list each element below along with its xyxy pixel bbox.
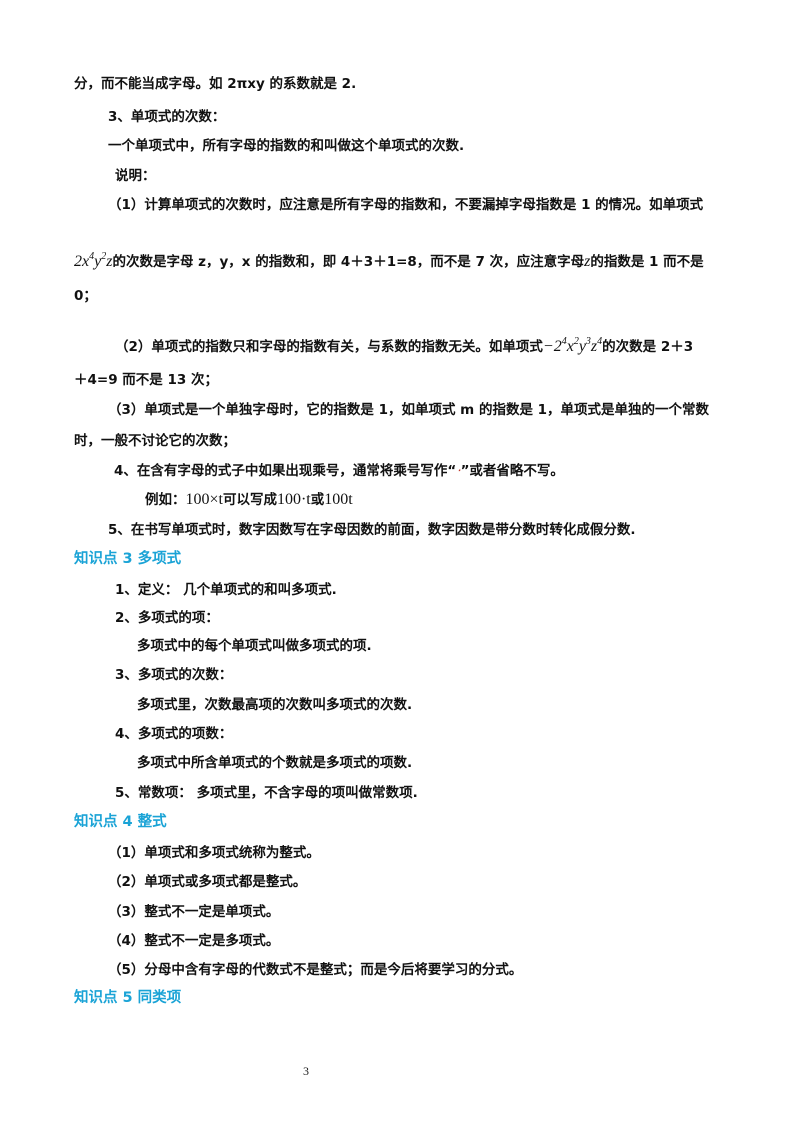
polynomial-term-count-text: 多项式中所含单项式的个数就是多项式的项数. bbox=[137, 755, 413, 771]
explanation-item-3: （3）单项式是一个单独字母时，它的指数是 1，如单项式 m 的指数是 1，单项式… bbox=[108, 402, 710, 418]
explanation-item-1-end: 0； bbox=[74, 288, 97, 304]
explanation-item-2: （2）单项式的指数只和字母的指数有关，与系数的指数无关。如单项式−24x2y3z… bbox=[115, 333, 693, 356]
formula-100-times-t: 100×t bbox=[185, 491, 223, 508]
paragraph-coefficient-note: 分，而不能当成字母。如 2πxy 的系数就是 2. bbox=[74, 76, 357, 92]
multiplication-sign-rule-text-b: ”或者省略不写。 bbox=[460, 463, 564, 479]
explanation-item-2-text-a: （2）单项式的指数只和字母的指数有关，与系数的指数无关。如单项式 bbox=[115, 339, 543, 355]
explanation-item-1-cont: 2x4y2z的次数是字母 z，y，x 的指数和，即 4＋3＋1=8，而不是 7 … bbox=[74, 248, 704, 271]
example-text-c: 或 bbox=[310, 492, 325, 508]
explanation-item-2-text-b: 的次数是 2＋3 bbox=[602, 339, 694, 355]
formula-100-dot-t: 100·t bbox=[276, 491, 311, 508]
page-number: 3 bbox=[303, 1064, 309, 1078]
monomial-degree-definition: 一个单项式中，所有字母的指数的和叫做这个单项式的次数. bbox=[108, 138, 465, 154]
polynomial-degree-text: 多项式里，次数最高项的次数叫多项式的次数. bbox=[137, 697, 413, 713]
polynomial-terms-text: 多项式中的每个单项式叫做多项式的项. bbox=[137, 638, 372, 654]
formula-100t: 100t bbox=[324, 491, 353, 508]
polynomial-terms-title: 2、多项式的项： bbox=[115, 610, 219, 626]
integral-expression-item-1: （1）单项式和多项式统称为整式。 bbox=[108, 845, 320, 861]
polynomial-degree-title: 3、多项式的次数： bbox=[115, 667, 233, 683]
writing-monomials-rule: 5、在书写单项式时，数字因数写在字母因数的前面，数字因数是带分数时转化成假分数. bbox=[108, 522, 636, 538]
example-label: 例如： bbox=[145, 492, 186, 508]
multiplication-sign-rule: 4、在含有字母的式子中如果出现乘号，通常将乘号写作“⋅”或者省略不写。 bbox=[114, 462, 564, 480]
section-monomial-degree-title: 3、单项式的次数： bbox=[108, 109, 226, 125]
integral-expression-item-2: （2）单项式或多项式都是整式。 bbox=[108, 874, 307, 890]
example-text-b: 可以写成 bbox=[222, 492, 277, 508]
dot-symbol: ⋅ bbox=[456, 463, 461, 478]
constant-term-definition: 5、常数项： 多项式里，不含字母的项叫做常数项. bbox=[115, 785, 418, 801]
polynomial-term-count-title: 4、多项式的项数： bbox=[115, 726, 233, 742]
formula-z: z bbox=[584, 253, 591, 270]
heading-knowledge-point-5: 知识点 5 同类项 bbox=[74, 990, 182, 1006]
integral-expression-item-4: （4）整式不一定是多项式。 bbox=[108, 933, 280, 949]
formula-neg-2-4x2y3z4: −24x2y3z4 bbox=[542, 336, 603, 355]
integral-expression-item-3: （3）整式不一定是单项式。 bbox=[108, 904, 280, 920]
integral-expression-item-5: （5）分母中含有字母的代数式不是整式；而是今后将要学习的分式。 bbox=[108, 962, 523, 978]
explanation-item-1: （1）计算单项式的次数时，应注意是所有字母的指数和，不要漏掉字母指数是 1 的情… bbox=[108, 197, 704, 213]
polynomial-definition: 1、定义： 几个单项式的和叫多项式. bbox=[115, 582, 337, 598]
explanation-item-1-text-a: 的次数是字母 z，y，x 的指数和，即 4＋3＋1=8，而不是 7 次，应注意字… bbox=[112, 254, 585, 270]
heading-knowledge-point-3: 知识点 3 多项式 bbox=[74, 551, 182, 567]
explanation-item-2-cont: ＋4=9 而不是 13 次； bbox=[74, 372, 218, 388]
formula-2x4y2z: 2x4y2z bbox=[74, 251, 113, 270]
explanation-item-1-text-b: 的指数是 1 而不是 bbox=[590, 254, 704, 270]
multiplication-sign-rule-text-a: 4、在含有字母的式子中如果出现乘号，通常将乘号写作“ bbox=[114, 463, 457, 479]
heading-knowledge-point-4: 知识点 4 整式 bbox=[74, 814, 167, 830]
multiplication-example: 例如：100×t可以写成100·t或100t bbox=[145, 491, 353, 509]
explanation-item-3-cont: 时，一般不讨论它的次数； bbox=[74, 433, 236, 449]
explanation-label: 说明： bbox=[115, 168, 156, 184]
